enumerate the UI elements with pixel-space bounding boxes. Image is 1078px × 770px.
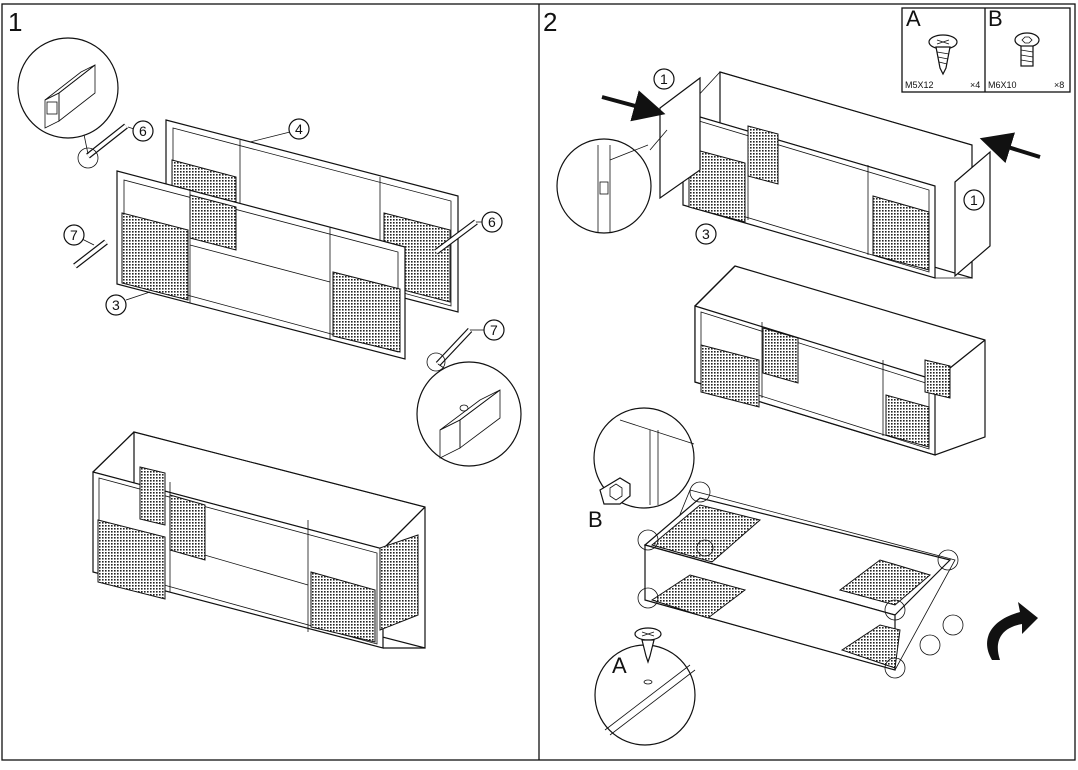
part-label-7-left: 7 [63, 224, 95, 246]
screw-a-callout-letter: A [612, 653, 627, 678]
drilled-tube-detail [439, 389, 501, 459]
screw-a-detail-callout: A [594, 627, 696, 746]
assembled-frame-step-1 [92, 431, 426, 649]
screw-b-callout-letter: B [588, 507, 603, 532]
svg-text:3: 3 [702, 226, 710, 242]
front-frame-3 [116, 170, 406, 360]
screw-b-detail-callout: B [588, 407, 695, 532]
step-1-exploded-view: 4 6 6 7 7 3 [17, 37, 522, 467]
hardware-b-letter: B [988, 6, 1003, 31]
svg-text:7: 7 [490, 322, 498, 338]
svg-text:6: 6 [139, 123, 147, 139]
part-label-1-left: 1 [653, 68, 675, 90]
part-label-6-right: 6 [476, 211, 503, 233]
closed-frame [694, 265, 986, 456]
side-panel-left [659, 76, 701, 200]
frame-with-side-panels [556, 71, 1041, 279]
tube-detail-callout [17, 37, 119, 139]
inverted-frame [637, 481, 964, 679]
svg-text:4: 4 [295, 121, 303, 137]
screw-a-icon [928, 34, 958, 76]
step-number-1: 1 [8, 7, 22, 37]
hardware-b-spec: M6X10 [988, 80, 1017, 90]
screw-b-icon [1014, 32, 1040, 67]
hardware-a-letter: A [906, 6, 921, 31]
svg-text:1: 1 [970, 192, 978, 208]
part-label-3-step2: 3 [695, 223, 717, 245]
svg-text:7: 7 [70, 227, 78, 243]
hardware-b-qty: ×8 [1054, 80, 1064, 90]
svg-text:3: 3 [112, 297, 120, 313]
step-number-2: 2 [543, 7, 557, 37]
hardware-a-spec: M5X12 [905, 80, 934, 90]
square-tube-detail [44, 64, 96, 129]
svg-text:1: 1 [660, 71, 668, 87]
rotate-arrow-icon [987, 602, 1038, 660]
hardware-a-qty: ×4 [970, 80, 980, 90]
insert-arrow-left [601, 90, 666, 122]
svg-text:6: 6 [488, 214, 496, 230]
part-label-7-right: 7 [470, 319, 505, 341]
part-label-3: 3 [105, 291, 151, 316]
panel-slot-callout [556, 138, 652, 234]
part-label-1-right: 1 [963, 189, 985, 211]
drilled-tube-callout [416, 361, 522, 467]
part-label-6-left: 6 [127, 120, 154, 142]
hardware-legend: A B M5X12 ×4 M6X10 ×8 [901, 6, 1071, 93]
insert-arrow-right [979, 132, 1041, 164]
part-label-4: 4 [249, 118, 310, 143]
side-panel-right [954, 150, 991, 278]
